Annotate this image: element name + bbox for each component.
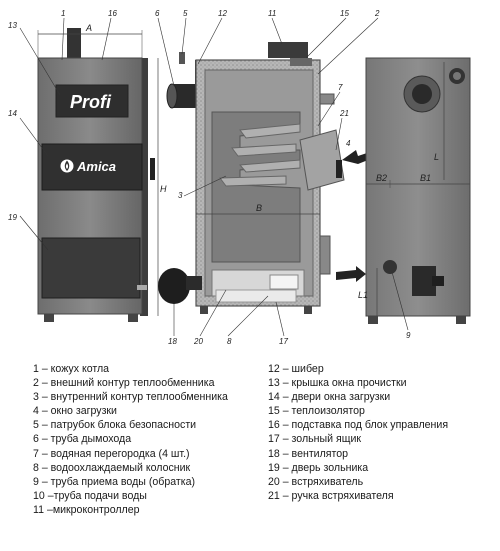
ash-door (41, 237, 141, 299)
back-view: L B2 B1 L1 (358, 57, 471, 324)
legend-item: 17 – зольный ящик (268, 433, 361, 446)
callout-5: 5 (183, 9, 188, 18)
front-view: Profi Amica A H (37, 23, 167, 322)
legend-item: 6 – труба дымохода (33, 433, 132, 446)
callout-15: 15 (340, 9, 349, 18)
legend-item: 14 – двери окна загрузки (268, 391, 391, 404)
shaker (269, 274, 299, 290)
callout-8: 8 (227, 337, 232, 346)
amica-label: Amica (76, 159, 116, 174)
legend-item: 10 –труба подачи воды (33, 489, 147, 502)
legend-item: 2 – внешний контур теплообменника (33, 377, 215, 390)
legend-item: 16 – подставка под блок управления (268, 419, 449, 432)
front-leg-left (44, 314, 54, 322)
legend-item: 19 – дверь зольника (268, 461, 369, 474)
front-side-shadow (140, 58, 148, 316)
cleaning-window-cover (55, 84, 129, 118)
return-water-pipe (319, 235, 331, 275)
loading-door (41, 143, 143, 191)
arrow-return (336, 266, 366, 282)
chimney-outlet-inner (412, 84, 432, 104)
legend-right-column: 12 – шибер 13 – крышка окна прочистки 14… (268, 362, 448, 503)
callout-16: 16 (108, 9, 117, 18)
legend-item: 4 – окно загрузки (33, 405, 117, 418)
callout-6: 6 (155, 9, 160, 18)
legend-item: 8 – водоохлаждаемый колосник (33, 461, 191, 474)
safety-nozzle (179, 52, 185, 64)
water-baffle-4 (219, 175, 287, 187)
thermal-insulator (290, 58, 312, 66)
legend-item: 18 – вентилятор (268, 447, 349, 460)
callout-numbers: 1 16 13 14 19 6 5 12 11 15 2 7 21 4 3 18… (8, 9, 411, 346)
controller-box (268, 42, 308, 58)
legend-item: 5 – патрубок блока безопасности (33, 419, 197, 432)
ash-box (215, 289, 297, 303)
dim-label-l1: L1 (358, 290, 368, 300)
callout-18: 18 (168, 337, 177, 346)
legend-item: 1 – кожух котла (33, 363, 110, 375)
legend-item: 20 – встряхиватель (268, 475, 364, 488)
callout-1: 1 (61, 9, 65, 18)
water-baffle-2 (231, 143, 297, 157)
water-supply-pipe (319, 93, 335, 105)
door-handle (150, 158, 155, 180)
dim-label-b: B (256, 203, 262, 213)
legend-item: 12 – шибер (268, 363, 324, 375)
callout-21: 21 (339, 109, 349, 118)
legend-item: 15 – теплоизолятор (268, 405, 365, 418)
legend-item: 3 – внутренний контур теплообменника (33, 391, 228, 404)
legend-item: 7 – водяная перегородка (4 шт.) (33, 447, 190, 460)
front-leg-right (128, 314, 138, 322)
amica-logo-icon (60, 159, 74, 173)
fan (158, 268, 190, 304)
legend-left-column: 1 – кожух котла 2 – внешний контур тепло… (33, 362, 228, 517)
back-return-connector (383, 260, 397, 274)
callout-9: 9 (406, 331, 411, 340)
dim-label-h: H (160, 184, 167, 194)
legend-item: 13 – крышка окна прочистки (268, 377, 407, 390)
callout-2: 2 (374, 9, 380, 18)
ash-door-latch (137, 285, 147, 290)
front-top-pipe (67, 28, 81, 60)
callout-20: 20 (193, 337, 203, 346)
legend-item: 11 –микроконтроллер (33, 503, 140, 516)
dim-label-b2: B2 (376, 173, 387, 183)
dim-label-a: A (85, 23, 92, 33)
legend-item: 21 – ручка встряхивателя (268, 489, 394, 502)
water-baffle-1 (239, 123, 301, 139)
water-baffle-3 (238, 159, 301, 173)
callout-3: 3 (178, 191, 183, 200)
callout-12: 12 (218, 9, 227, 18)
dim-label-l: L (434, 152, 439, 162)
dim-label-b1: B1 (420, 173, 431, 183)
callout-13: 13 (8, 21, 17, 30)
legend-item: 9 – труба приема воды (обратка) (33, 475, 196, 488)
arrow-loading (342, 150, 370, 164)
callout-14: 14 (8, 109, 17, 118)
callout-17: 17 (279, 337, 288, 346)
callout-7: 7 (338, 83, 343, 92)
callout-leaders (19, 17, 409, 337)
callout-4: 4 (346, 139, 351, 148)
boiler-drawing: Profi Amica A H (8, 9, 471, 346)
callout-11: 11 (268, 9, 276, 18)
callout-19: 19 (8, 213, 17, 222)
profi-label: Profi (70, 92, 112, 112)
section-handle (336, 160, 342, 178)
section-view: B (158, 42, 370, 314)
loading-window (299, 129, 345, 191)
